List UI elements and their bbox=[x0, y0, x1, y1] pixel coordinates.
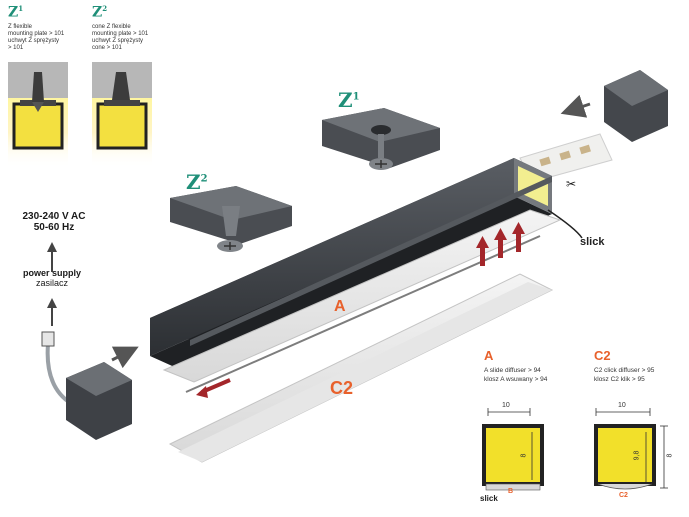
thumb-z1-label: Z1 bbox=[8, 4, 24, 21]
scissors-icon: ✂ bbox=[566, 177, 576, 191]
profile-a-caption: A slide diffuser > 94 klosz A wsuwany > … bbox=[484, 367, 548, 383]
power-arrows bbox=[47, 242, 57, 326]
power-spec: 230-240 V AC 50-60 Hz bbox=[22, 211, 86, 233]
thumb-z2-label: Z2 bbox=[92, 4, 108, 21]
thumb-z1-caption: Z flexible mounting plate > 101 uchwyt Z… bbox=[8, 24, 65, 51]
power-supply-label: power supply zasilacz bbox=[22, 268, 81, 288]
profile-c2-bottom-label: C2 bbox=[619, 492, 628, 499]
diffuser-c2-label: C2 bbox=[330, 378, 354, 398]
mounting-clip-z2 bbox=[170, 186, 292, 252]
diffuser-a-label: A bbox=[334, 298, 346, 315]
end-cap-with-cable bbox=[41, 331, 139, 440]
profile-c2-inner-height: 9,8 bbox=[633, 450, 641, 461]
thumbnail-z2 bbox=[92, 62, 152, 168]
profile-c2-width: 10 bbox=[618, 402, 626, 409]
cross-section-a bbox=[482, 408, 544, 491]
profile-a-width: 10 bbox=[502, 402, 510, 409]
thumbnail-z1 bbox=[8, 62, 68, 168]
mounting-clip-z1 bbox=[322, 108, 440, 170]
profile-a-bottom-label: B bbox=[508, 488, 514, 495]
profile-a-height: 8 bbox=[520, 453, 528, 458]
profile-a-letter: A bbox=[484, 348, 494, 363]
slick-pointer bbox=[547, 209, 583, 239]
diffuser-c2 bbox=[168, 273, 554, 463]
thumb-z2-caption: cone Z flexible mounting plate > 101 uch… bbox=[92, 24, 149, 51]
clip-z2-label: Z2 bbox=[186, 170, 208, 194]
slick-logo: slick bbox=[580, 236, 605, 248]
profile-c2-letter: C2 bbox=[594, 348, 611, 363]
profile-c2-caption: C2 click diffuser > 95 klosz C2 klik > 9… bbox=[594, 367, 655, 383]
profile-a-slick: slick bbox=[480, 494, 498, 503]
profile-c2-outer-height: 8 bbox=[666, 453, 674, 458]
slide-arrows bbox=[196, 222, 525, 398]
cross-section-c2 bbox=[594, 408, 668, 490]
clip-z1-label: Z1 bbox=[338, 88, 360, 112]
end-cap bbox=[560, 70, 668, 142]
aluminium-profile bbox=[150, 158, 552, 374]
